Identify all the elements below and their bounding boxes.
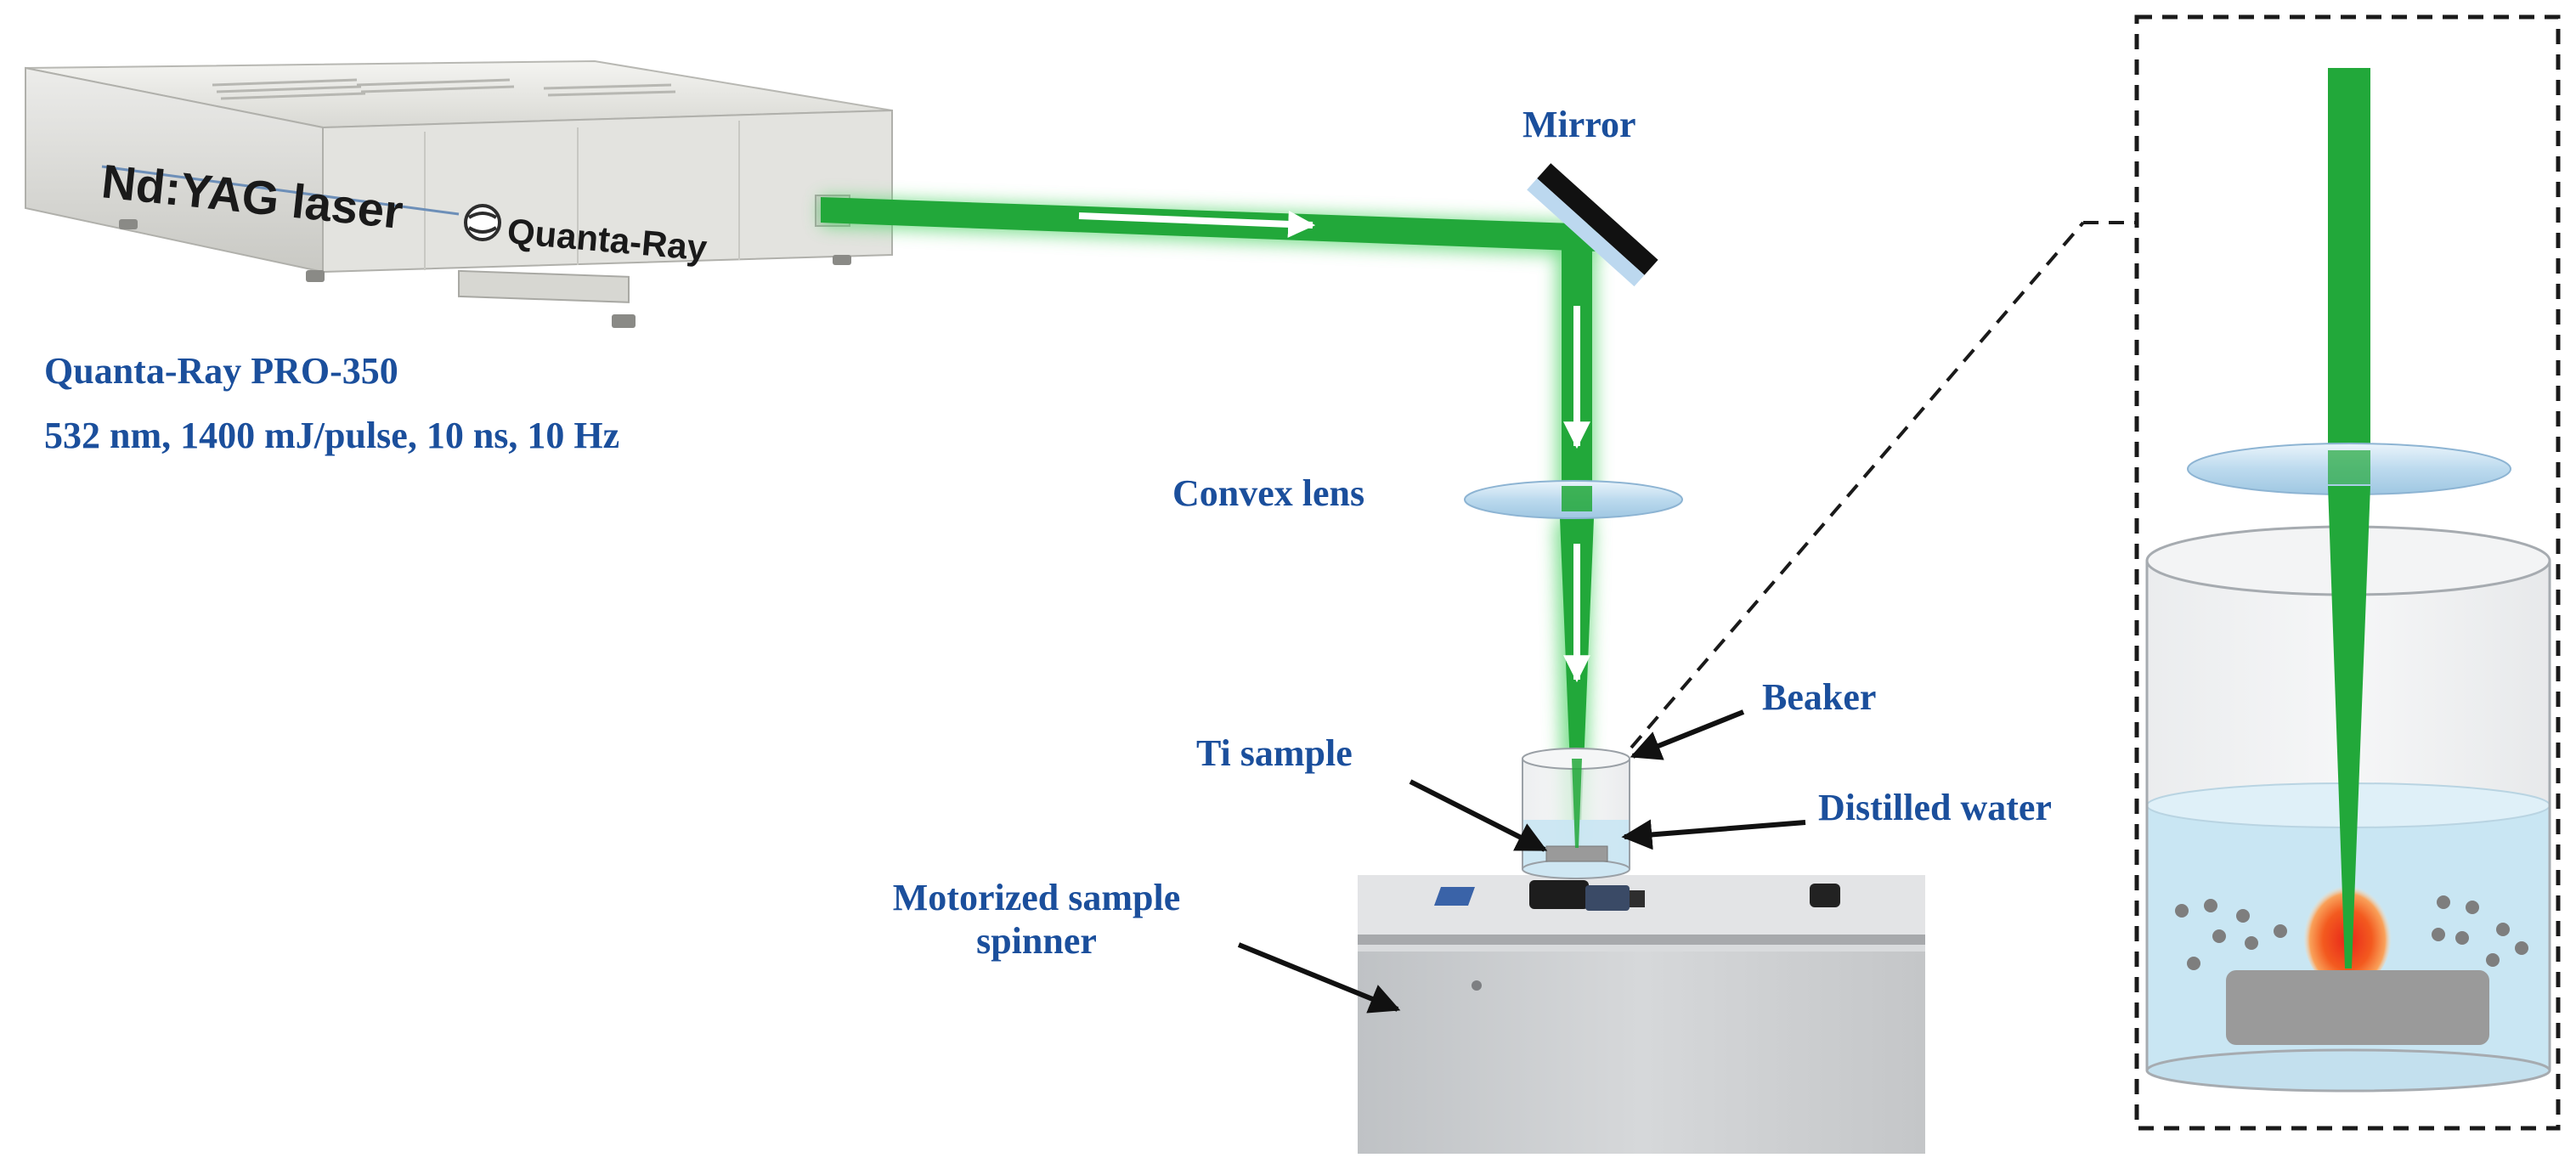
ti-sample-pointer-arrow — [1409, 779, 1548, 852]
spinner-pointer-arrow — [1237, 942, 1401, 1014]
spinner-label: Motorized sample spinner — [884, 877, 1189, 963]
motorized-sample-spinner — [1358, 875, 1925, 1154]
laser-specs-label: 532 nm, 1400 mJ/pulse, 10 ns, 10 Hz — [44, 415, 620, 456]
zoom-callout-line — [1630, 221, 2085, 749]
focused-laser-beam — [1560, 518, 1594, 848]
laser-device: Quanta-Ray Nd:YAG laser — [25, 59, 893, 328]
beaker-pointer-arrow — [1630, 709, 1745, 760]
ti-sample-label: Ti sample — [1196, 732, 1353, 774]
nanoparticles — [2175, 895, 2528, 970]
spinner-label-line1: Motorized sample — [892, 877, 1181, 918]
zoom-inset-frame — [2134, 14, 2561, 1131]
zoom-inset — [2145, 68, 2551, 1093]
mirror — [1527, 163, 1658, 287]
laser-model-label: Quanta-Ray PRO-350 — [44, 350, 398, 392]
quanta-ray-logo-icon — [464, 204, 501, 241]
distilled-water-pointer-arrow — [1621, 819, 1806, 850]
ti-sample-inset — [2226, 970, 2489, 1045]
inset-focused-beam — [2328, 486, 2370, 969]
beaker-label: Beaker — [1762, 676, 1877, 718]
convex-lens-label: Convex lens — [1172, 472, 1365, 514]
ti-sample-small — [1545, 845, 1608, 862]
inset-laser-beam — [2328, 68, 2370, 459]
beam-direction-arrow-right — [1078, 210, 1316, 238]
distilled-water-label: Distilled water — [1818, 787, 2052, 828]
mirror-label: Mirror — [1522, 104, 1636, 145]
spinner-label-line2: spinner — [976, 919, 1097, 962]
